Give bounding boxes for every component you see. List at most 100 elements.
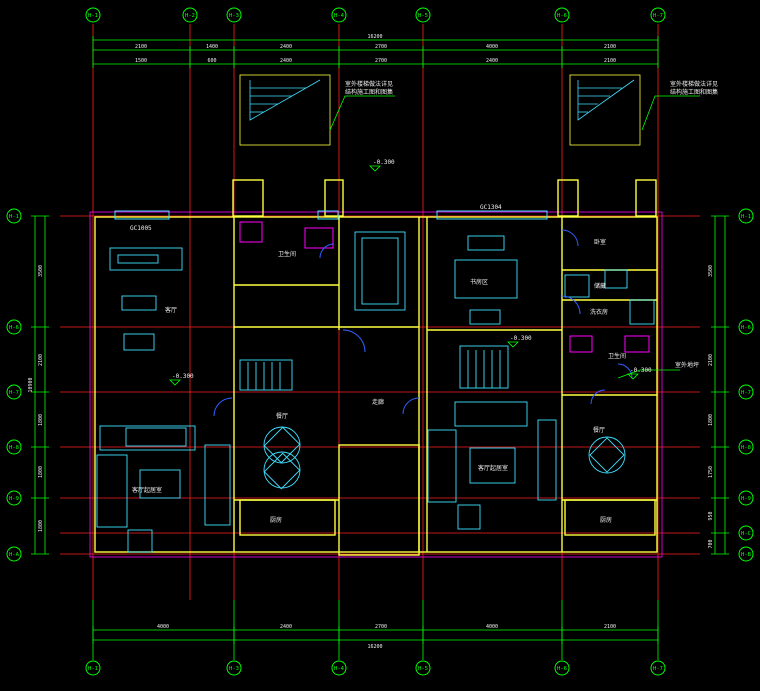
- dim-top-r2-3: 2700: [375, 58, 387, 64]
- dim-bottom-total: 16200: [367, 644, 382, 650]
- room-dining-right: 餐厅: [593, 426, 605, 434]
- dim-right-0: 3500: [708, 265, 714, 277]
- furniture: [96, 231, 655, 553]
- axis-bottom-1: H-1: [88, 666, 98, 672]
- axis-top-4: H-4: [334, 13, 345, 19]
- axis-right-1: H-1: [741, 214, 751, 220]
- dimension-texts-vertical: 10900 3500 2100 1800 1800 1800 3500 2100…: [28, 265, 714, 549]
- room-bed-right: 卧室: [594, 238, 606, 246]
- dimension-texts: 16200 2100 1400 2400 2700 4000 2100 1500…: [135, 34, 616, 650]
- dim-top-r2-2: 2400: [280, 58, 292, 64]
- dimension-lines: [31, 36, 729, 660]
- dim-right-1: 2100: [708, 354, 714, 366]
- room-living-left: 客厅: [165, 306, 177, 314]
- dim-top-r2-5: 2100: [604, 58, 616, 64]
- stair-note-left-2: 结构施工图和图集: [345, 88, 393, 96]
- axis-left-1: H-1: [9, 214, 19, 220]
- room-kitchen-left: 厨房: [270, 516, 282, 524]
- window-label-mid: GC1304: [480, 204, 502, 211]
- dim-left-3: 1800: [38, 466, 44, 478]
- room-living-right: 客厅起居室: [478, 464, 508, 472]
- room-bath-left: 卫生间: [278, 250, 296, 258]
- room-living-room-left: 客厅起居室: [132, 486, 162, 494]
- axis-right-2: H-6: [741, 325, 751, 331]
- dim-top-r1-3: 2700: [375, 44, 387, 50]
- axis-top-2: H-2: [185, 13, 195, 19]
- level-right: -0.300: [630, 367, 652, 374]
- exterior-stair-left: [239, 74, 331, 146]
- axis-top-1: H-1: [88, 13, 98, 19]
- axis-left-4: H-8: [9, 445, 19, 451]
- stair-note-right-1: 室外楼梯做法详见: [670, 80, 718, 88]
- stair-note-left-1: 室外楼梯做法详见: [345, 80, 393, 88]
- axis-left-5: H-9: [9, 496, 19, 502]
- axis-right-7: H-B: [741, 552, 752, 558]
- axis-bottom-3: H-3: [229, 666, 239, 672]
- axis-bottom-6: H-6: [557, 666, 567, 672]
- dim-left-2: 1800: [38, 414, 44, 426]
- axis-bubbles-bottom: [85, 660, 666, 676]
- dim-right-2: 1800: [708, 414, 714, 426]
- dim-bottom-1: 2400: [280, 624, 292, 630]
- room-dining-left: 餐厅: [276, 412, 288, 420]
- walls: [89, 179, 663, 558]
- room-laundry: 洗衣房: [590, 308, 608, 316]
- level-mid: -0.300: [510, 335, 532, 342]
- axis-labels: H-1 H-2 H-3 H-4 H-5 H-6 H-7 H-1 H-3 H-4 …: [9, 13, 752, 672]
- axis-left-3: H-7: [9, 390, 19, 396]
- dim-left-4: 1800: [38, 520, 44, 532]
- dim-left-total: 10900: [28, 377, 34, 392]
- axis-right-5: H-9: [741, 496, 751, 502]
- axis-top-7: H-7: [653, 13, 663, 19]
- room-hall: 走廊: [372, 398, 384, 406]
- axis-top-5: H-5: [418, 13, 428, 19]
- dim-top-r1-1: 1400: [206, 44, 218, 50]
- dim-top-r2-0: 1500: [135, 58, 147, 64]
- axis-bubbles-left: [6, 208, 22, 562]
- level-top: -0.300: [373, 159, 395, 166]
- room-study: 书房区: [470, 278, 488, 286]
- dim-bottom-2: 2700: [375, 624, 387, 630]
- exterior-stair-right: [569, 74, 641, 146]
- axis-bottom-4: H-4: [334, 666, 345, 672]
- axis-bottom-7: H-7: [653, 666, 663, 672]
- fixtures: [239, 221, 650, 353]
- stair-note-right-2: 结构施工图和图集: [670, 88, 718, 96]
- room-labels: GC1005 GC1304 室外楼梯做法详见 结构施工图和图集 室外楼梯做法详见…: [130, 80, 718, 524]
- dim-top-total: 16200: [367, 34, 382, 40]
- axis-top-3: H-3: [229, 13, 239, 19]
- leader-lines: [329, 95, 700, 379]
- dim-bottom-3: 4000: [486, 624, 498, 630]
- dim-right-3: 1750: [708, 466, 714, 478]
- axis-bottom-5: H-5: [418, 666, 428, 672]
- level-markers: [169, 165, 639, 386]
- room-bath-right: 卫生间: [608, 352, 626, 360]
- dim-left-0: 3500: [38, 265, 44, 277]
- doors: [213, 229, 633, 417]
- room-storage: 储藏: [594, 282, 606, 290]
- axis-bubbles-right: [738, 208, 754, 562]
- dim-right-5: 700: [708, 539, 714, 548]
- dim-top-r1-5: 2100: [604, 44, 616, 50]
- dim-top-r1-2: 2400: [280, 44, 292, 50]
- windows: [114, 210, 548, 220]
- dim-bottom-4: 2100: [604, 624, 616, 630]
- room-kitchen-right: 厨房: [600, 516, 612, 524]
- axis-left-2: H-6: [9, 325, 19, 331]
- level-left: -0.300: [172, 373, 194, 380]
- dim-right-4: 950: [708, 511, 714, 520]
- dim-top-r1-0: 2100: [135, 44, 147, 50]
- dim-top-r2-4: 2400: [486, 58, 498, 64]
- dim-top-r2-1: 600: [207, 58, 216, 64]
- axis-right-3: H-7: [741, 390, 751, 396]
- axis-right-6: H-C: [741, 531, 751, 537]
- dim-bottom-0: 4000: [157, 624, 169, 630]
- axis-top-6: H-6: [557, 13, 567, 19]
- axis-left-6: H-A: [9, 552, 20, 558]
- note-right: 室外地坪: [675, 361, 699, 369]
- dim-top-r1-4: 4000: [486, 44, 498, 50]
- axis-bubbles-top: [85, 7, 666, 23]
- axis-right-4: H-8: [741, 445, 751, 451]
